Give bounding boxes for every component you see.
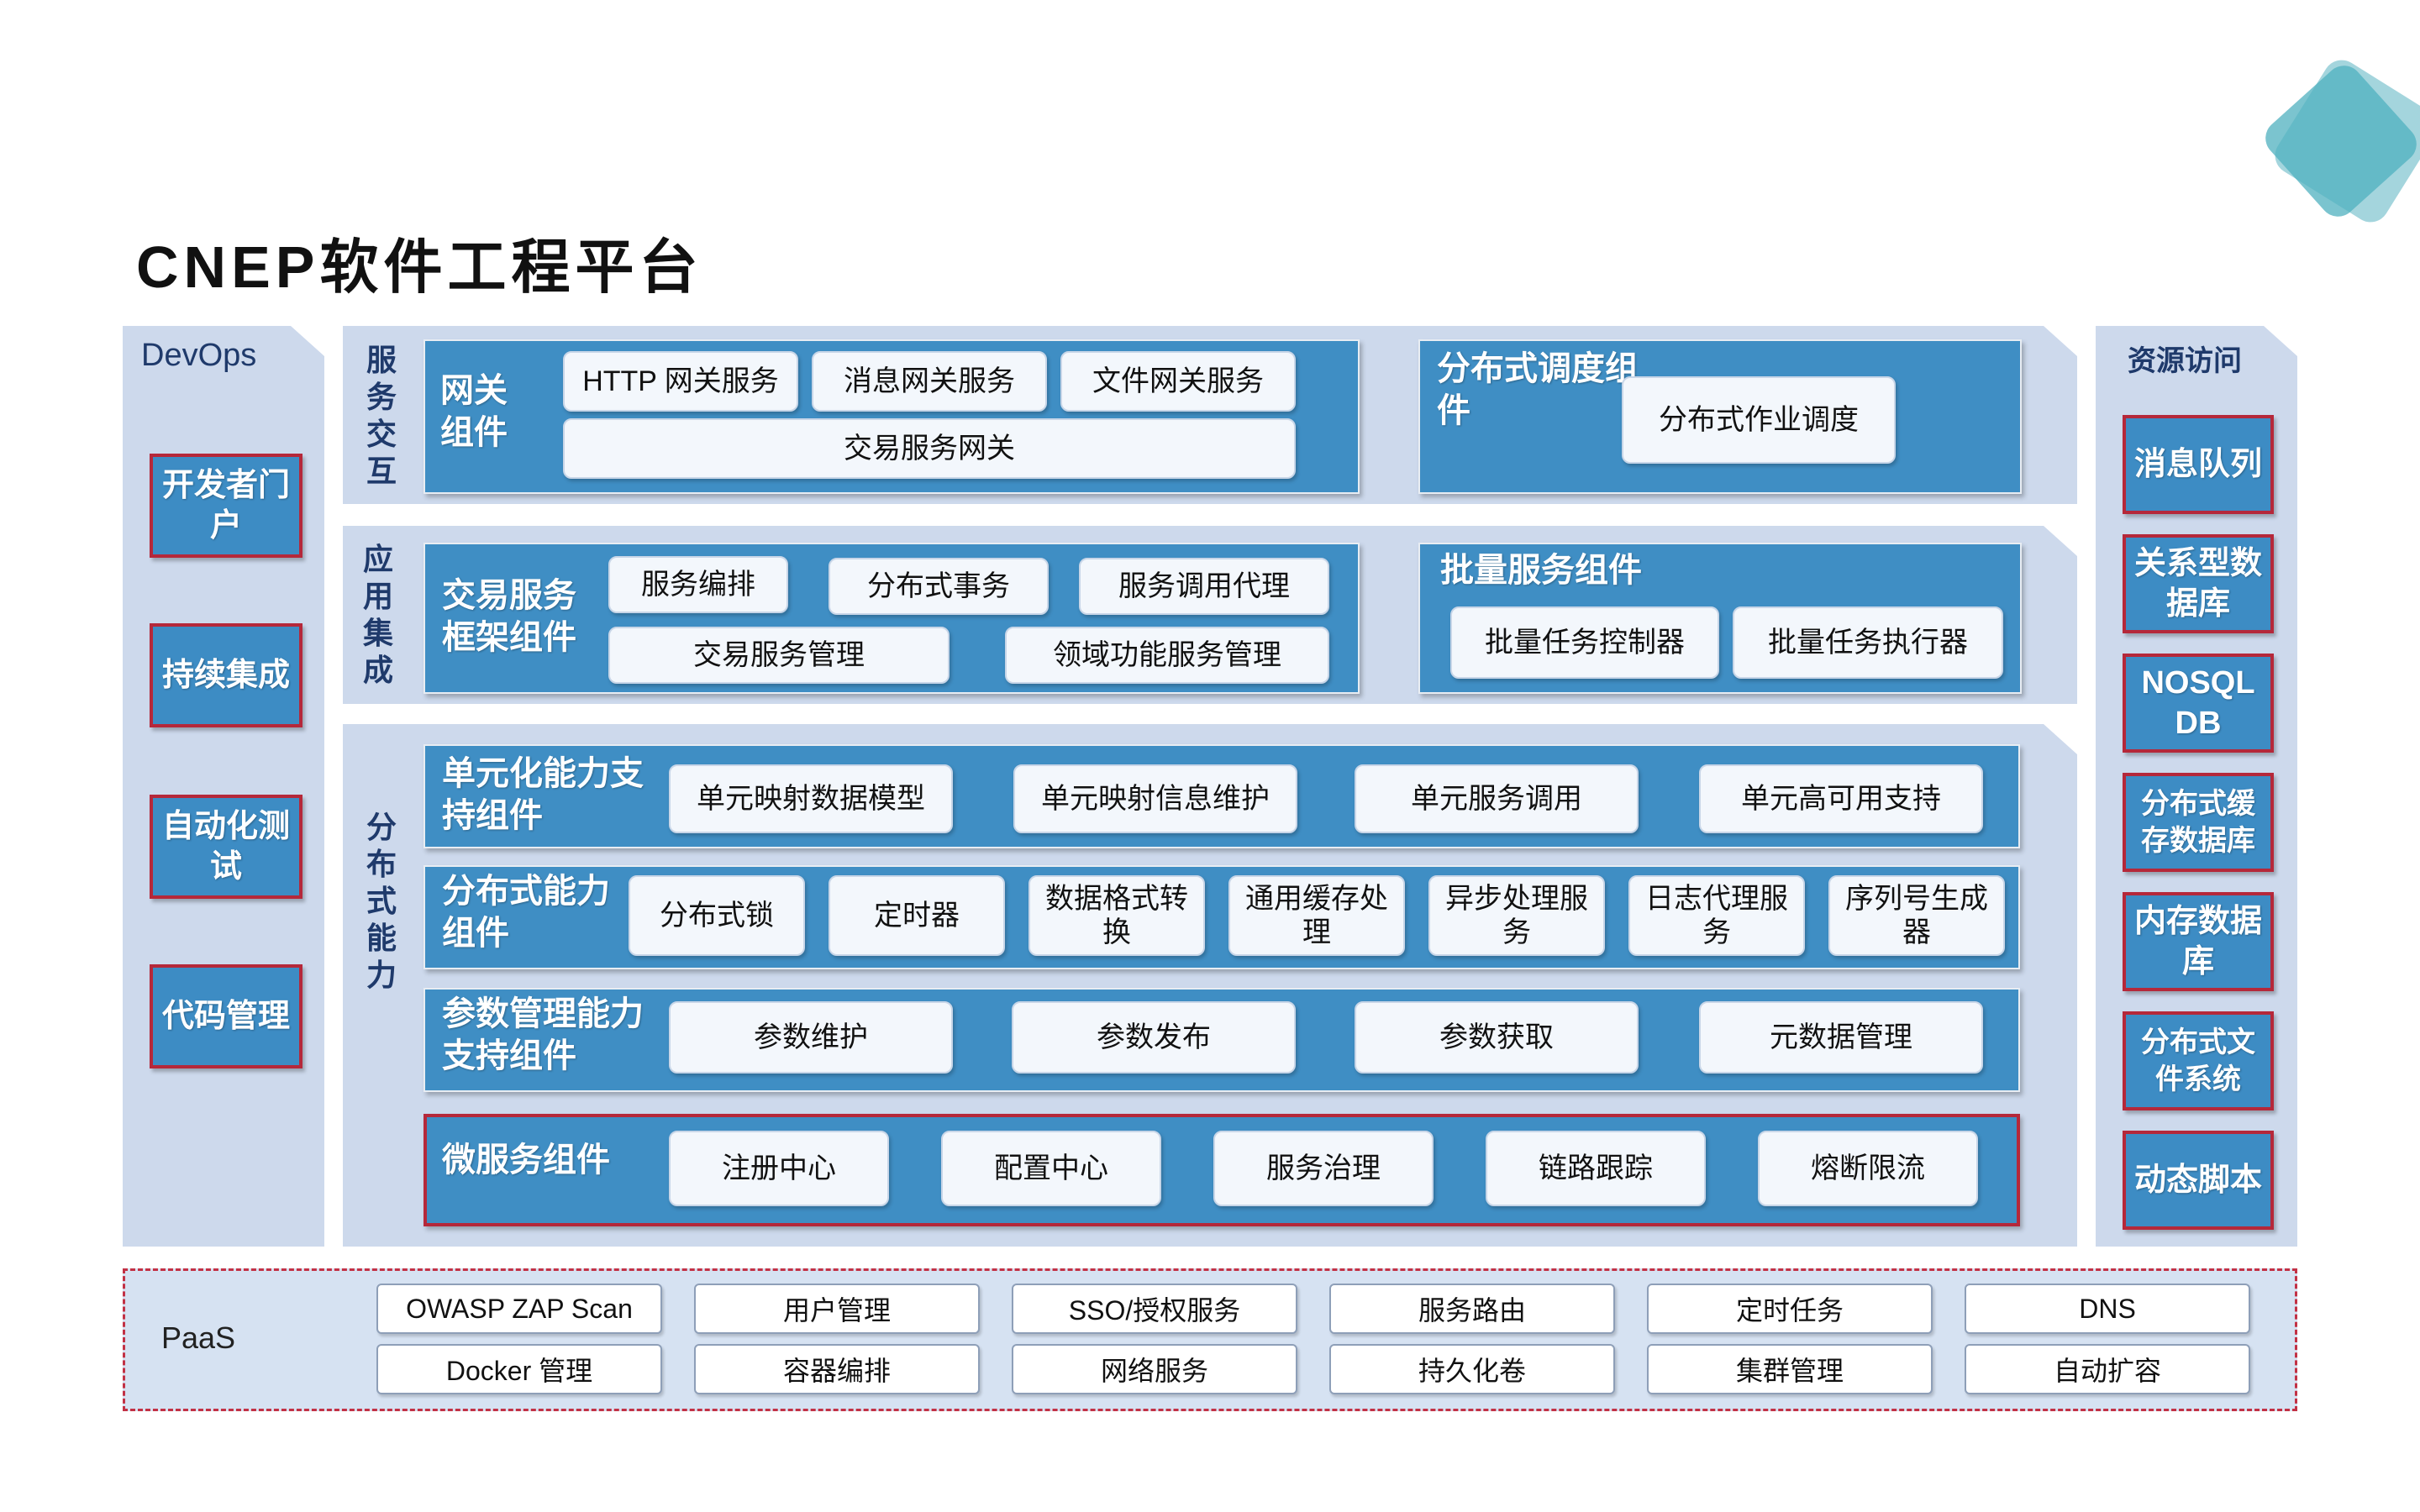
resource-item-rdb[interactable]: 关系型数据库 [2123,534,2274,633]
resource-item-cache[interactable]: 分布式缓存数据库 [2123,773,2274,872]
devops-item-code[interactable]: 代码管理 [150,964,302,1068]
dist-cell-seq[interactable]: 序列号生成器 [1828,875,2005,956]
paas-cell-autoscale[interactable]: 自动扩容 [1965,1344,2250,1394]
param-cell-metadata[interactable]: 元数据管理 [1699,1001,1983,1074]
unit-component-label: 单元化能力支持组件 [442,755,644,834]
framework-cell-orchestration[interactable]: 服务编排 [608,556,788,613]
paas-cell-dns[interactable]: DNS [1965,1284,2250,1334]
dist-cell-cache[interactable]: 通用缓存处理 [1228,875,1405,956]
framework-cell-domain[interactable]: 领域功能服务管理 [1005,627,1329,684]
paas-cell-cron[interactable]: 定时任务 [1647,1284,1933,1334]
scheduler-component-label: 分布式调度组件 [1437,350,1639,429]
page-title: CNEP软件工程平台 [136,234,703,300]
paas-cell-orchestration[interactable]: 容器编排 [694,1344,980,1394]
gateway-cell-message[interactable]: 消息网关服务 [812,351,1047,412]
micro-cell-governance[interactable]: 服务治理 [1213,1131,1434,1206]
paas-cell-network[interactable]: 网络服务 [1012,1344,1297,1394]
paas-cell-user[interactable]: 用户管理 [694,1284,980,1334]
resource-item-memdb[interactable]: 内存数据库 [2123,892,2274,991]
gateway-component-label: 网关组件 [440,372,508,451]
paas-label: PaaS [161,1320,236,1355]
batch-cell-executor[interactable]: 批量任务执行器 [1733,606,2003,679]
paas-cell-cluster[interactable]: 集群管理 [1647,1344,1933,1394]
app-integration-label: 应用集成 [362,542,393,687]
micro-cell-tracing[interactable]: 链路跟踪 [1486,1131,1706,1206]
dist-cell-lock[interactable]: 分布式锁 [629,875,805,956]
resource-item-fs[interactable]: 分布式文件系统 [2123,1011,2274,1110]
resources-label: 资源访问 [2128,345,2242,377]
microservice-component-label: 微服务组件 [442,1142,610,1179]
unit-cell-maintain[interactable]: 单元映射信息维护 [1013,764,1297,833]
framework-cell-manage[interactable]: 交易服务管理 [608,627,950,684]
gateway-cell-file[interactable]: 文件网关服务 [1060,351,1296,412]
paas-cell-docker[interactable]: Docker 管理 [376,1344,662,1394]
gateway-cell-http[interactable]: HTTP 网关服务 [563,351,798,412]
paas-cell-routing[interactable]: 服务路由 [1329,1284,1615,1334]
framework-cell-proxy[interactable]: 服务调用代理 [1079,558,1329,615]
devops-item-ci[interactable]: 持续集成 [150,623,302,727]
batch-component-label: 批量服务组件 [1440,552,1642,589]
unit-cell-model[interactable]: 单元映射数据模型 [669,764,953,833]
micro-cell-circuit[interactable]: 熔断限流 [1758,1131,1978,1206]
scheduler-cell-job[interactable]: 分布式作业调度 [1622,376,1896,464]
micro-cell-config[interactable]: 配置中心 [941,1131,1161,1206]
devops-item-testing[interactable]: 自动化测试 [150,795,302,899]
dist-cell-timer[interactable]: 定时器 [829,875,1005,956]
unit-cell-call[interactable]: 单元服务调用 [1355,764,1639,833]
gateway-cell-transaction[interactable]: 交易服务网关 [563,418,1296,479]
framework-cell-transaction[interactable]: 分布式事务 [829,558,1049,615]
paas-cell-volume[interactable]: 持久化卷 [1329,1344,1615,1394]
param-cell-maintain[interactable]: 参数维护 [669,1001,953,1074]
resource-item-script[interactable]: 动态脚本 [2123,1131,2274,1230]
resource-item-nosql[interactable]: NOSQL DB [2123,654,2274,753]
framework-component-label: 交易服务框架组件 [442,577,576,656]
micro-cell-registry[interactable]: 注册中心 [669,1131,889,1206]
param-component-label: 参数管理能力支持组件 [442,995,644,1074]
paas-cell-zap[interactable]: OWASP ZAP Scan [376,1284,662,1334]
param-cell-get[interactable]: 参数获取 [1355,1001,1639,1074]
devops-item-portal[interactable]: 开发者门户 [150,454,302,558]
devops-label: DevOps [141,338,257,373]
resource-item-mq[interactable]: 消息队列 [2123,415,2274,514]
logo-shape-front [2258,58,2420,224]
batch-cell-controller[interactable]: 批量任务控制器 [1450,606,1719,679]
service-interaction-label: 服务交互 [366,343,397,488]
dist-cell-format[interactable]: 数据格式转换 [1028,875,1205,956]
unit-cell-ha[interactable]: 单元高可用支持 [1699,764,1983,833]
dist-cell-async[interactable]: 异步处理服务 [1428,875,1605,956]
dist-component-label: 分布式能力组件 [442,873,610,952]
paas-cell-sso[interactable]: SSO/授权服务 [1012,1284,1297,1334]
dist-cell-log[interactable]: 日志代理服务 [1628,875,1805,956]
distributed-label: 分布式能力 [366,810,397,992]
param-cell-publish[interactable]: 参数发布 [1012,1001,1296,1074]
